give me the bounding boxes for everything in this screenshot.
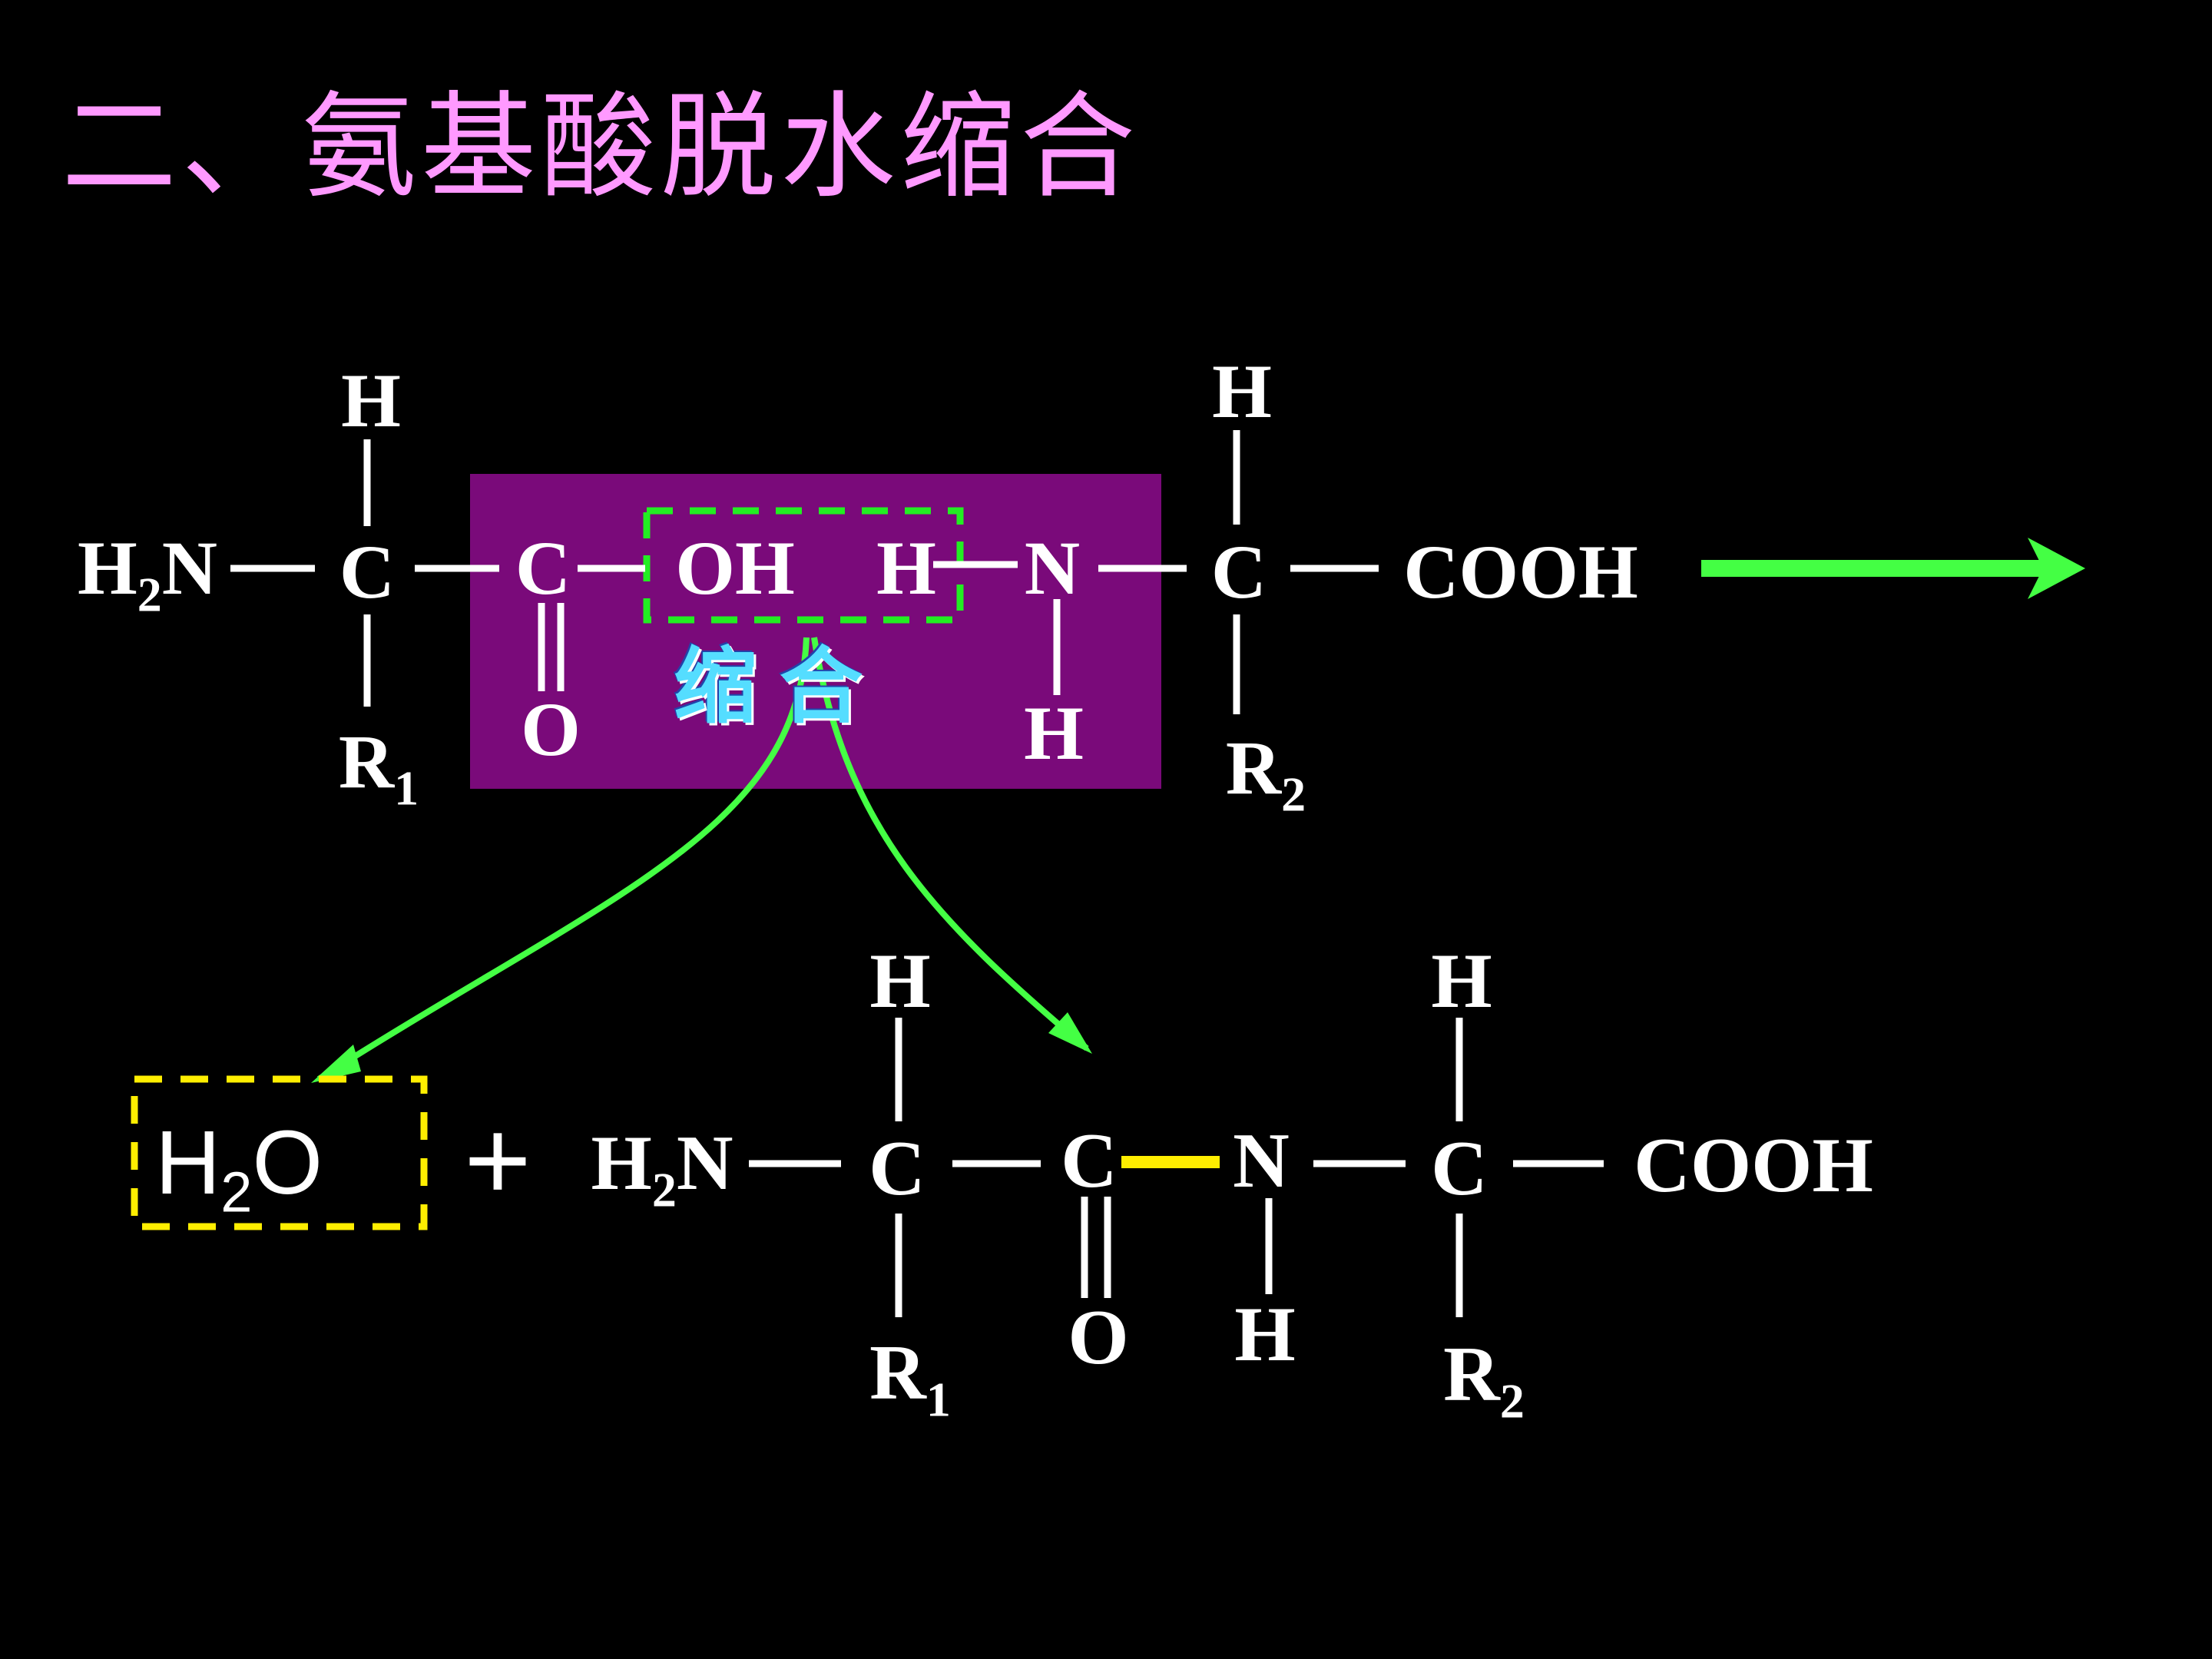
aa2-amine-h-lower: H xyxy=(1024,690,1084,776)
dipeptide-carbonyl-o: O xyxy=(1068,1294,1129,1381)
dipeptide-carbonyl-c: C xyxy=(1061,1118,1118,1204)
dipeptide-carboxyl: COOH xyxy=(1634,1122,1873,1209)
aa1-alpha-h: H xyxy=(341,358,401,443)
condensation-highlight-box xyxy=(470,474,1161,789)
aa2-carboxyl: COOH xyxy=(1403,529,1638,614)
dipeptide-h2: H xyxy=(1431,938,1492,1025)
product-bonds xyxy=(749,1018,1604,1317)
curved-arrows xyxy=(316,637,1089,1082)
condensation-label: 缩合 xyxy=(673,639,886,735)
dipeptide-r2: R2 xyxy=(1443,1331,1525,1429)
water-dashed-box xyxy=(131,1075,428,1230)
aa1-carboxyl-carbon: C xyxy=(515,525,571,611)
dipeptide-n-h: H xyxy=(1234,1291,1296,1378)
dipeptide-c1: C xyxy=(869,1125,926,1212)
aa1-r-group: R1 xyxy=(338,719,419,816)
dipeptide-amino-group: H2N xyxy=(591,1120,733,1217)
aa2-alpha-carbon: C xyxy=(1210,529,1267,614)
dipeptide-n: N xyxy=(1233,1118,1290,1204)
aa1-amino-group: H2N xyxy=(77,525,218,622)
arrowhead-to-water xyxy=(311,1045,361,1083)
aa2-amine-h: H xyxy=(876,525,936,611)
water-molecule: H2O xyxy=(155,1112,323,1224)
aa1-carbonyl-oxygen: O xyxy=(521,687,581,772)
aa2-r-group: R2 xyxy=(1225,725,1306,822)
dipeptide-c2: C xyxy=(1431,1125,1488,1212)
plus-sign: + xyxy=(464,1095,531,1224)
aa2-amine-n: N xyxy=(1024,525,1081,611)
dipeptide-h1: H xyxy=(869,938,931,1025)
aa1-hydroxyl: OH xyxy=(675,525,795,611)
arrowhead-to-dipeptide xyxy=(1048,1012,1092,1054)
slide-title: 二、氨基酸脱水缩合 xyxy=(61,81,1141,214)
dipeptide-r1: R1 xyxy=(869,1330,951,1427)
reaction-arrow xyxy=(1701,538,2085,599)
aa1-alpha-carbon: C xyxy=(339,529,396,614)
reactant-bonds xyxy=(230,430,1379,714)
aa2-alpha-h: H xyxy=(1212,349,1272,434)
